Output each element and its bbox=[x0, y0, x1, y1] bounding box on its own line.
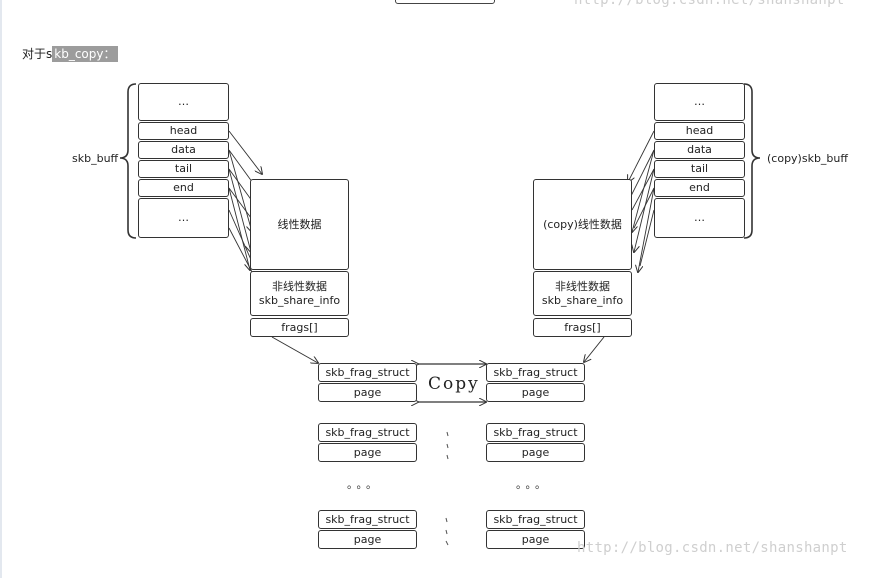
right-frag-struct-3: skb_frag_struct bbox=[486, 510, 585, 529]
left-field-bottom-ellipsis: … bbox=[138, 198, 229, 238]
left-frag-ellipsis: 。。。 bbox=[347, 478, 381, 491]
left-frag-page-2: page bbox=[318, 443, 417, 462]
right-frag-page-3: page bbox=[486, 530, 585, 549]
right-field-data: data bbox=[654, 141, 745, 159]
right-brace bbox=[743, 83, 761, 239]
top-tab-edge bbox=[395, 0, 495, 4]
left-frags-arrow bbox=[271, 336, 318, 363]
right-nonlinear-label: 非线性数据 bbox=[555, 279, 610, 293]
right-frag-ellipsis: 。。。 bbox=[516, 478, 550, 491]
left-share-info-label: skb_share_info bbox=[258, 293, 341, 307]
left-border bbox=[0, 0, 2, 578]
right-frags: frags[] bbox=[533, 318, 632, 337]
right-nonlinear-data: 非线性数据 skb_share_info bbox=[533, 271, 632, 316]
left-field-tail: tail bbox=[138, 160, 229, 178]
right-field-tail: tail bbox=[654, 160, 745, 178]
left-nonlinear-label: 非线性数据 bbox=[272, 279, 327, 293]
intro-prefix: 对于s bbox=[22, 47, 53, 61]
watermark-top: http://blog.csdn.net/shanshanpt bbox=[574, 0, 845, 8]
right-field-end: end bbox=[654, 179, 745, 197]
right-frags-arrow bbox=[584, 336, 605, 362]
right-linear-data: (copy)线性数据 bbox=[533, 179, 632, 270]
left-field-top-ellipsis: … bbox=[138, 83, 229, 121]
intro-highlight: kb_copy： bbox=[52, 46, 118, 62]
left-brace bbox=[119, 83, 137, 239]
left-field-head: head bbox=[138, 122, 229, 140]
left-frag-struct-3: skb_frag_struct bbox=[318, 510, 417, 529]
left-nonlinear-data: 非线性数据 skb_share_info bbox=[250, 271, 349, 316]
left-frag-struct-2: skb_frag_struct bbox=[318, 423, 417, 442]
copy-label: Copy bbox=[428, 374, 480, 394]
right-share-info-label: skb_share_info bbox=[541, 293, 624, 307]
left-field-end: end bbox=[138, 179, 229, 197]
left-frag-page-3: page bbox=[318, 530, 417, 549]
right-field-bottom-ellipsis: … bbox=[654, 198, 745, 238]
right-skb-buff-label: (copy)skb_buff bbox=[767, 152, 848, 165]
watermark-bottom: http://blog.csdn.net/shanshanpt bbox=[577, 540, 848, 556]
right-frag-page-1: page bbox=[486, 383, 585, 402]
right-frag-struct-2: skb_frag_struct bbox=[486, 423, 585, 442]
left-skb-buff-label: skb_buff bbox=[72, 152, 119, 165]
left-field-data: data bbox=[138, 141, 229, 159]
left-frag-struct-1: skb_frag_struct bbox=[318, 363, 417, 382]
right-frag-struct-1: skb_frag_struct bbox=[486, 363, 585, 382]
left-frag-page-1: page bbox=[318, 383, 417, 402]
right-field-head: head bbox=[654, 122, 745, 140]
left-frags: frags[] bbox=[250, 318, 349, 337]
right-frag-page-2: page bbox=[486, 443, 585, 462]
right-field-top-ellipsis: … bbox=[654, 83, 745, 121]
left-linear-data: 线性数据 bbox=[250, 179, 349, 270]
